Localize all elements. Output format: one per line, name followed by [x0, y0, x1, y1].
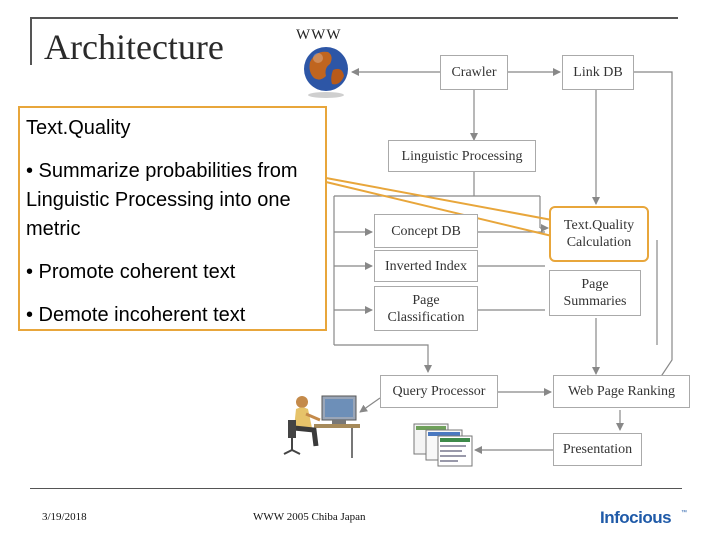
page-classification-node: Page Classification — [374, 286, 478, 331]
linguistic-processing-node: Linguistic Processing — [388, 140, 536, 172]
textquality-calculation-node: Text.Quality Calculation — [549, 206, 649, 262]
title-rule-top — [30, 17, 678, 19]
page-summaries-node: Page Summaries — [549, 270, 641, 316]
crawler-node: Crawler — [440, 55, 508, 90]
web-page-ranking-node: Web Page Ranking — [553, 375, 690, 408]
footer-date: 3/19/2018 — [42, 511, 87, 523]
callout-bullet-2: • Promote coherent text — [26, 261, 236, 283]
www-label: WWW — [296, 27, 342, 43]
user-at-computer-icon — [283, 395, 360, 458]
callout-bullet-3: • Demote incoherent text — [26, 304, 246, 326]
concept-db-node: Concept DB — [374, 214, 478, 248]
callout-title: Text.Quality — [26, 117, 131, 139]
slide-title: Architecture — [44, 27, 224, 67]
presentation-node: Presentation — [553, 433, 642, 466]
globe-icon — [304, 47, 348, 98]
link-db-node: Link DB — [562, 55, 634, 90]
results-pages-icon — [413, 423, 473, 467]
infocious-logo: Infocious — [600, 508, 672, 527]
inverted-index-node: Inverted Index — [374, 250, 478, 282]
title-rule-left — [30, 17, 32, 65]
footer-event: WWW 2005 Chiba Japan — [253, 511, 366, 523]
callout-bullet-1: • Summarize probabilities from Linguisti… — [26, 160, 298, 240]
logo-trademark: ™ — [681, 510, 687, 516]
textquality-callout: Text.Quality • Summarize probabilities f… — [18, 106, 327, 331]
query-processor-node: Query Processor — [380, 375, 498, 408]
footer-rule — [30, 488, 682, 489]
